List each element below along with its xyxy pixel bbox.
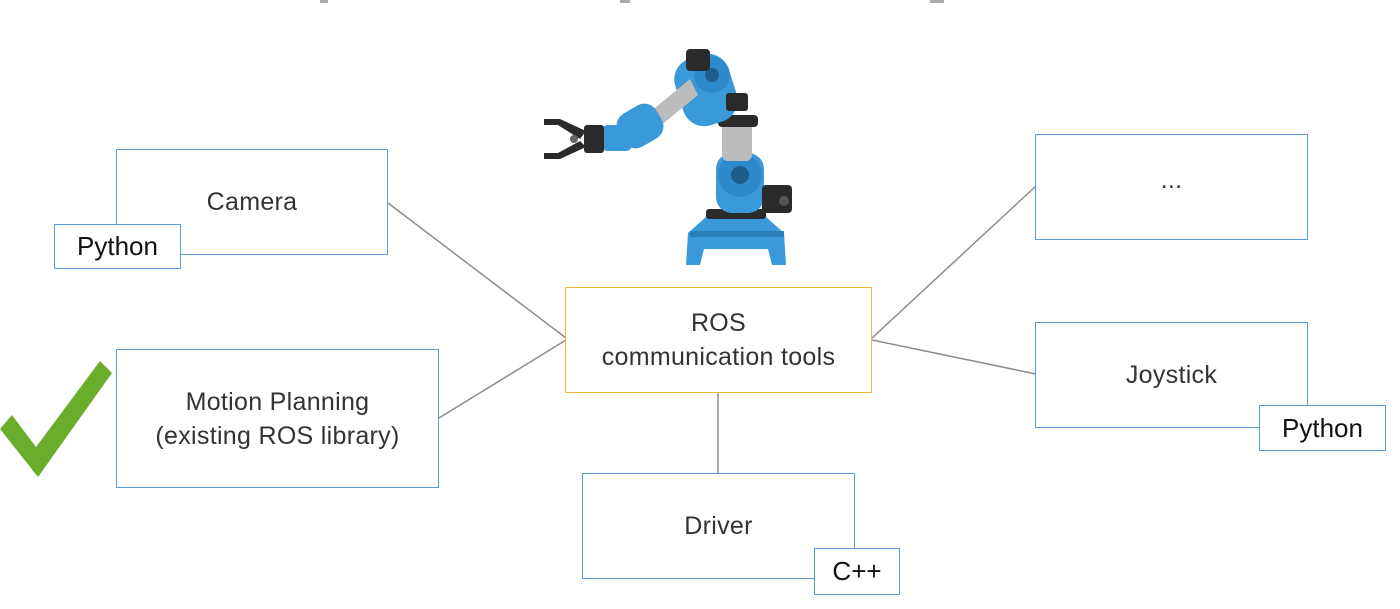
connector-ellipsis xyxy=(871,185,1037,339)
camera-language-label: Python xyxy=(77,231,158,261)
cropped-top-text xyxy=(320,0,944,3)
joystick-label: Joystick xyxy=(1125,361,1218,389)
motion-planning-node: Motion Planning (existing ROS library) xyxy=(116,349,439,488)
driver-language-tag: C++ xyxy=(814,548,900,595)
joystick-language-label: Python xyxy=(1282,412,1363,443)
communication-tools-label: communication tools xyxy=(601,343,836,371)
driver-label: Driver xyxy=(684,512,753,540)
ros-label: ROS xyxy=(690,309,747,337)
driver-language-label: C++ xyxy=(832,556,882,586)
ros-communication-node: ROS communication tools xyxy=(565,287,872,393)
motion-planning-label: Motion Planning xyxy=(185,387,370,416)
motion-planning-sublabel: (existing ROS library) xyxy=(155,421,400,450)
camera-label: Camera xyxy=(206,188,298,216)
ellipsis-label: ... xyxy=(1160,166,1183,194)
camera-node: Camera xyxy=(116,149,388,255)
connector-motion-planning xyxy=(438,339,567,419)
camera-language-tag: Python xyxy=(54,224,181,269)
driver-node: Driver xyxy=(582,473,855,579)
ellipsis-node: ... xyxy=(1035,134,1308,240)
checkmark-icon xyxy=(0,361,112,477)
connector-camera xyxy=(387,202,567,339)
robot-arm-icon xyxy=(544,49,792,265)
joystick-language-tag: Python xyxy=(1259,405,1386,451)
connector-joystick xyxy=(871,339,1037,375)
